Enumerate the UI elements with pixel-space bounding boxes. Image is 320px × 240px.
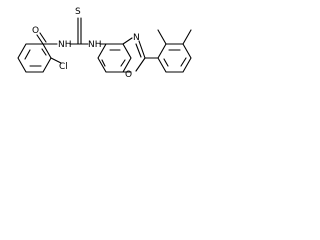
atom-label-nh-thiourea: NH bbox=[88, 40, 102, 50]
bond-layer bbox=[17, 17, 192, 73]
ring-benzoxazole-benzene bbox=[97, 43, 132, 73]
bond-methyl-2 bbox=[182, 29, 192, 45]
ring-benzoxazole-inner-3 bbox=[120, 59, 126, 67]
atom-label-cl: Cl bbox=[59, 62, 68, 72]
atom-label-o-carbonyl: O bbox=[32, 26, 39, 36]
chemical-structure-diagram: O NH S NH Cl N O bbox=[17, 7, 192, 80]
bond-c-o-carbonyl-2 bbox=[39, 32, 47, 43]
ring-chlorobenzoyl-inner-3 bbox=[41, 48, 47, 56]
ring-dimethylphenyl-inner-3 bbox=[163, 58, 169, 67]
ring-benzoxazole-inner-2 bbox=[101, 59, 106, 67]
bond-n-c2-2 bbox=[135, 43, 142, 58]
ring-chlorobenzoyl bbox=[17, 43, 52, 73]
atom-label-s: S bbox=[75, 7, 81, 17]
bond-ring-n bbox=[122, 37, 133, 45]
ring-dimethylphenyl-inner-2 bbox=[180, 57, 187, 67]
bond-c2-o bbox=[135, 57, 146, 72]
atom-label-layer: O NH S NH Cl N O bbox=[32, 7, 140, 80]
ring-chlorobenzoyl-inner-1 bbox=[24, 49, 31, 60]
atom-label-n-oxazole: N bbox=[133, 33, 140, 43]
bond-aryl-cl bbox=[50, 57, 62, 64]
bond-c-o-carbonyl-1 bbox=[36, 34, 44, 45]
atom-label-nh-amide: NH bbox=[58, 40, 72, 50]
bond-n-c2-1 bbox=[138, 40, 146, 59]
atom-label-o-oxazole: O bbox=[125, 70, 132, 80]
bond-methyl-1 bbox=[157, 29, 167, 45]
